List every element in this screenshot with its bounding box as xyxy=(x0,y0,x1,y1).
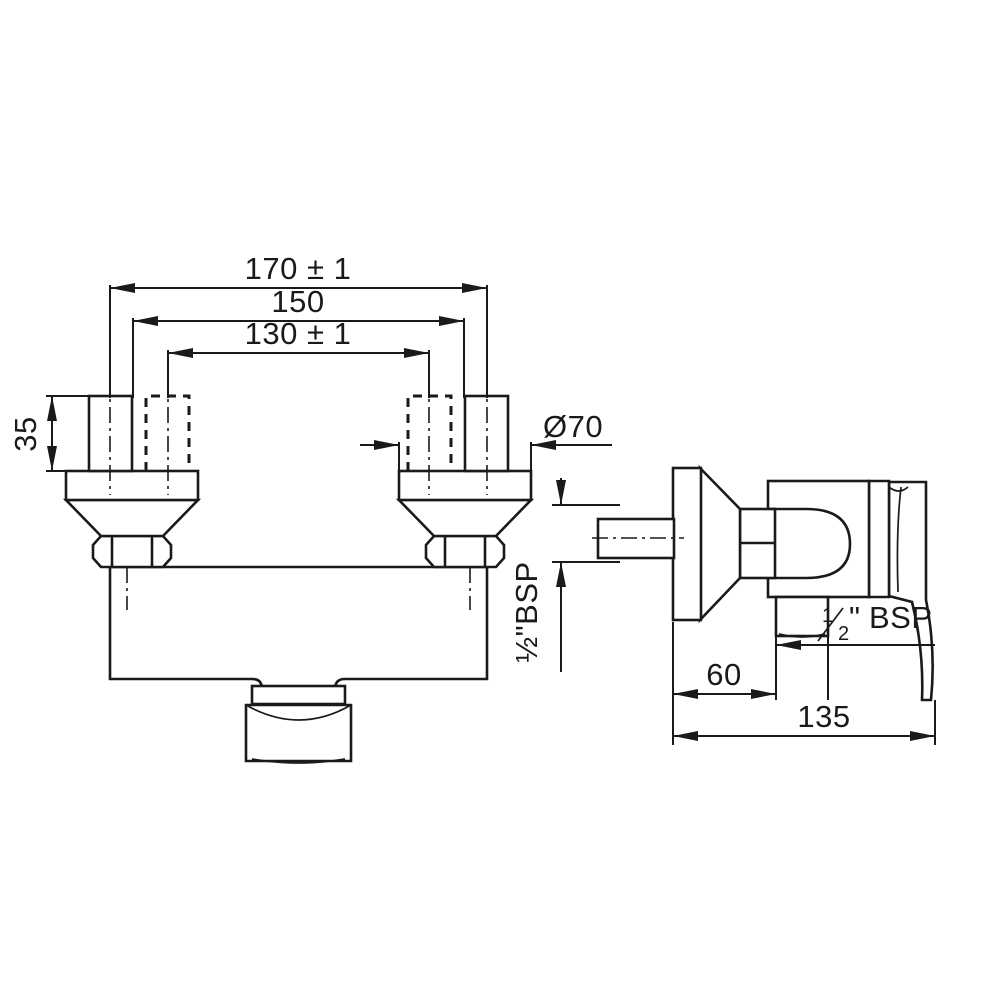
dimension-inlet-thread: ½"BSP xyxy=(509,478,620,672)
outlet-thread-fraction: 1 2 " BSP xyxy=(817,600,933,645)
dim-label-150: 150 xyxy=(271,284,324,319)
arrow-130-left xyxy=(168,348,193,358)
side-view: 1 2 " BSP 60 xyxy=(592,464,936,745)
arrow-bsp-bottom xyxy=(556,562,566,587)
arrow-170-right xyxy=(462,283,487,293)
dim-label-135: 135 xyxy=(797,699,850,734)
left-flange-cone xyxy=(62,498,202,538)
right-flange-cone xyxy=(395,498,535,538)
dimension-outlet-thread: 1 2 " BSP xyxy=(775,600,935,700)
elbow-nose xyxy=(768,507,852,580)
dim-label-130: 130 ± 1 xyxy=(245,316,352,351)
front-view: 170 ± 1 150 130 ± 1 xyxy=(8,251,620,764)
dim-label-170: 170 ± 1 xyxy=(245,251,352,286)
dim-label-35: 35 xyxy=(8,416,43,451)
right-flange-plate xyxy=(397,469,533,502)
lever-handle xyxy=(887,480,934,702)
aerator-top-arc xyxy=(245,704,352,721)
handle-cap xyxy=(867,479,891,599)
dimension-stem-height: 35 xyxy=(8,395,92,472)
dim-label-outlet-bsp: BSP xyxy=(869,600,933,635)
arrow-60-right xyxy=(751,689,776,699)
aerator-cap xyxy=(244,703,353,763)
dimension-flange-centres: 150 xyxy=(132,284,465,398)
left-valve-assembly xyxy=(62,378,202,610)
fraction-slash xyxy=(817,607,844,642)
arrow-150-right xyxy=(439,316,464,326)
arrow-bsp-top xyxy=(556,480,566,505)
fraction-numerator: 1 xyxy=(822,605,833,627)
dimension-flange-diameter: Ø70 xyxy=(360,409,612,471)
dimension-projection: 135 xyxy=(673,699,936,745)
aerator-bottom-arc xyxy=(251,758,346,764)
arrow-60-left xyxy=(673,689,698,699)
left-hex-nut xyxy=(91,534,173,569)
arrow-170-left xyxy=(110,283,135,293)
left-flange-plate xyxy=(64,469,200,502)
inch-mark: " xyxy=(849,600,861,635)
dim-label-inlet-bsp: ½"BSP xyxy=(509,561,544,662)
spout-collar xyxy=(250,684,347,706)
arrow-135-right xyxy=(910,731,935,741)
dimension-overall-width: 170 ± 1 xyxy=(109,251,488,398)
arrow-35-bottom xyxy=(47,446,57,471)
lever-handle-top-arc xyxy=(888,486,909,492)
fraction-denominator: 2 xyxy=(838,623,849,645)
arrow-d70-left xyxy=(374,440,399,450)
right-hex-nut xyxy=(424,534,506,569)
dim-label-60: 60 xyxy=(706,657,741,692)
arrow-150-left xyxy=(133,316,158,326)
lever-handle-crease xyxy=(896,486,902,593)
arrow-d70-right xyxy=(531,440,556,450)
side-outlet-bottom-arc xyxy=(778,633,826,638)
dimension-inlet-offset: 60 xyxy=(672,622,777,745)
dimension-inlet-centres: 130 ± 1 xyxy=(167,316,430,398)
side-outlet-stub xyxy=(774,595,830,638)
arrow-outlet-thread xyxy=(776,640,801,650)
arrow-35-top xyxy=(47,396,57,421)
side-flange-cone xyxy=(698,464,742,624)
dim-label-d70: Ø70 xyxy=(543,409,603,444)
side-flange-plate xyxy=(671,466,703,622)
arrow-135-left xyxy=(673,731,698,741)
arrow-130-right xyxy=(404,348,429,358)
